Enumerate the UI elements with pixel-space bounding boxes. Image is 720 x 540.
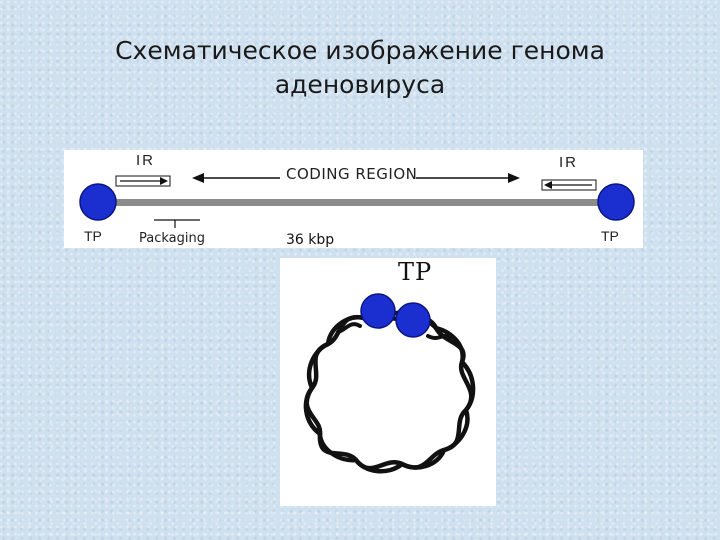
packaging-label: Packaging <box>139 231 205 246</box>
linear-genome-diagram: IR IR CODING REGION TP TP Packaging 36 k… <box>64 150 643 248</box>
tp-left-label: TP <box>84 228 102 244</box>
circular-tp-label: TP <box>398 258 433 286</box>
strand-end-left <box>336 322 362 334</box>
coding-region-arrow <box>192 173 520 183</box>
circular-terminal-protein-2 <box>395 302 431 338</box>
circular-dna-helix <box>303 310 476 474</box>
circular-genome-diagram: TP <box>280 258 496 506</box>
ir-left-marker <box>115 175 171 187</box>
genome-dna-line <box>100 199 620 206</box>
strand-end-right <box>426 334 452 340</box>
circular-genome-drawing <box>303 293 476 474</box>
slide-title-line2: аденовируса <box>274 70 446 99</box>
slide-title: Схематическое изображение генома аденови… <box>0 34 720 102</box>
circular-terminal-protein-1 <box>360 293 396 329</box>
ir-right-marker <box>541 179 597 191</box>
coding-region-label: CODING REGION <box>286 165 418 183</box>
tp-right-label: TP <box>601 228 619 244</box>
ir-right-label: IR <box>559 154 578 171</box>
slide-title-line1: Схематическое изображение генома <box>115 36 605 65</box>
ir-left-label: IR <box>136 152 155 169</box>
terminal-protein-left <box>79 183 117 221</box>
packaging-marker <box>154 219 200 228</box>
linear-genome-drawing <box>79 173 635 228</box>
terminal-protein-right <box>597 183 635 221</box>
genome-size-label: 36 kbp <box>286 232 335 248</box>
